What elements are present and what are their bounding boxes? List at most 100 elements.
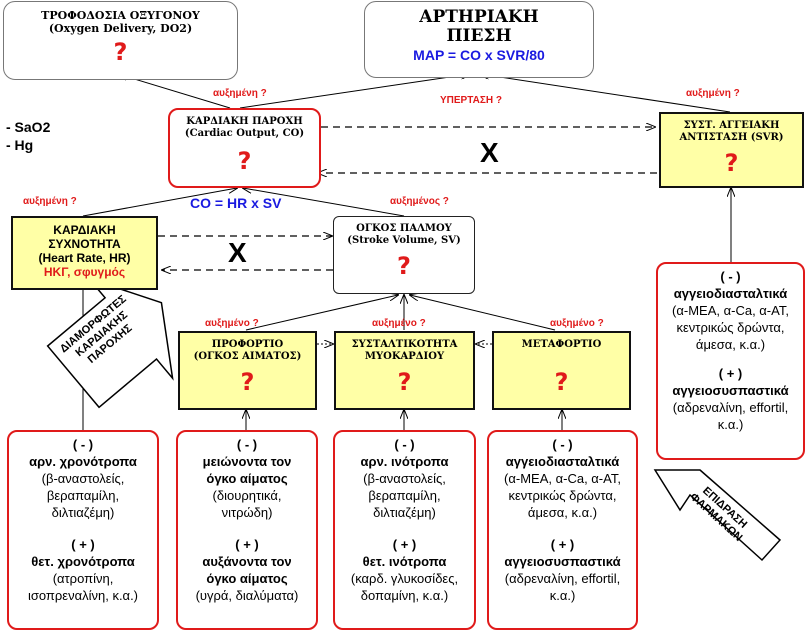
preload-box: ΠΡΟΦΟΡΤΙΟ (ΟΓΚΟΣ ΑΙΜΑΤΟΣ) ? <box>178 331 317 410</box>
drugs-svr-box: ( - ) αγγειοδιασταλτικά (α-ΜΕΑ, α-Ca, α-… <box>656 262 805 460</box>
drugs-afterload-minus: ( - ) <box>552 437 573 452</box>
drugs-contract-minus: ( - ) <box>394 437 415 452</box>
sao2-label: - SaO2 <box>6 119 51 135</box>
oxygen-delivery-box: ΤΡΟΦΟΔΟΣΙΑ ΟΞΥΓΟΝΟΥ (Oxygen Delivery, DO… <box>3 1 238 80</box>
hr-title-2: ΣΥΧΝΟΤΗΤΑ <box>48 237 121 251</box>
label-increased-afterload: αυξημένο ? <box>550 318 604 329</box>
drugs-contract-box: ( - ) αρν. ινότροπα (β-αναστολείς, βεραπ… <box>333 430 476 630</box>
co-formula: CO = HR x SV <box>190 195 282 211</box>
afterload-title: ΜΕΤΑΦΟΡΤΙΟ <box>521 339 602 350</box>
sv-title: ΟΓΚΟΣ ΠΑΛΜΟΥ <box>356 223 452 234</box>
stroke-volume-box: ΟΓΚΟΣ ΠΑΛΜΟΥ (Stroke Volume, SV) ? <box>333 216 475 294</box>
contract-title-2: ΜΥΟΚΑΡΔΙΟΥ <box>364 351 445 362</box>
label-increased-contract: αυξημένο ? <box>372 318 426 329</box>
block-arrow-drug-effects <box>653 469 782 562</box>
map-title-1: ΑΡΤΗΡΙΑΚΗ <box>419 7 539 27</box>
heart-rate-box: ΚΑΡΔΙΑΚΗ ΣΥΧΝΟΤΗΤΑ (Heart Rate, HR) ΗΚΓ,… <box>11 216 158 290</box>
drugs-contract-l1-1: (β-αναστολείς, <box>363 471 446 486</box>
contract-question: ? <box>397 368 412 396</box>
drugs-afterload-plus: ( + ) <box>550 537 575 552</box>
drugs-hr-l2-2: ισοπρεναλίνη, κ.α.) <box>27 588 139 603</box>
drugs-svr-l1-2: κεντρικώς δρώντα, <box>676 320 785 335</box>
drugs-preload-h2a: αυξάνοντα τον <box>202 554 292 569</box>
drugs-hr-l1-3: διλτιαζέμη) <box>51 505 115 520</box>
afterload-question: ? <box>554 368 569 396</box>
arrow-hr-to-co <box>82 188 237 217</box>
drugs-preload-minus: ( - ) <box>236 437 258 452</box>
drugs-svr-l1-1: (α-ΜΕΑ, α-Ca, α-AT, <box>672 303 789 318</box>
drugs-preload-box: ( - ) μειώνοντα τον όγκο αίματος (διουρη… <box>176 430 318 630</box>
label-increased-co: αυξημένη ? <box>213 88 267 99</box>
label-increased-svr: αυξημένη ? <box>686 88 740 99</box>
arterial-pressure-box: ΑΡΤΗΡΙΑΚΗ ΠΙΕΣΗ MAP = CO x SVR/80 <box>364 1 594 78</box>
preload-question: ? <box>240 368 255 396</box>
preload-title-2: (ΟΓΚΟΣ ΑΙΜΑΤΟΣ) <box>193 351 302 362</box>
hr-subtitle: (Heart Rate, HR) <box>38 251 131 265</box>
drugs-preload-l2-1: (υγρά, διαλύματα) <box>195 588 299 603</box>
cardiac-output-box: ΚΑΡΔΙΑΚΗ ΠΑΡΟΧΗ (Cardiac Output, CO) ? <box>168 108 321 188</box>
drugs-afterload-l1-3: άμεσα, κ.α.) <box>527 505 598 520</box>
co-question: ? <box>237 147 252 175</box>
drugs-contract-l2-1: (καρδ. γλυκοσίδες, <box>350 571 459 586</box>
drugs-svr-l1-3: άμεσα, κ.α.) <box>695 337 766 352</box>
hr-title-1: ΚΑΡΔΙΑΚΗ <box>53 223 116 237</box>
drugs-preload-h1a: μειώνοντα τον <box>202 454 292 469</box>
drugs-afterload-h1: αγγειοδιασταλτικά <box>505 454 620 469</box>
drugs-preload-h1b: όγκο αίματος <box>206 471 288 486</box>
label-increased-preload: αυξημένο ? <box>205 318 259 329</box>
drugs-contract-plus: ( + ) <box>392 537 417 552</box>
drugs-hr-plus: ( + ) <box>71 537 95 552</box>
drugs-preload-l1-2: νιτρώδη) <box>221 505 273 520</box>
co-title: ΚΑΡΔΙΑΚΗ ΠΑΡΟΧΗ <box>186 116 303 127</box>
co-subtitle: (Cardiac Output, CO) <box>184 128 305 139</box>
drugs-contract-h2: θετ. ινότροπα <box>362 554 447 569</box>
drugs-svr-plus: ( + ) <box>718 366 743 381</box>
drugs-afterload-h2: αγγειοσυσπαστικά <box>504 554 621 569</box>
svr-question: ? <box>724 149 739 177</box>
drugs-contract-l2-2: δοπαμίνη, κ.α.) <box>360 588 449 603</box>
drugs-contract-l1-3: διλτιαζέμη) <box>373 505 436 520</box>
hr-extra: ΗΚΓ, σφυγμός <box>43 265 126 279</box>
drugs-contract-l1-2: βεραπαμίλη, <box>368 488 441 503</box>
drugs-hr-l2-1: (ατροπίνη, <box>52 571 114 586</box>
drugs-hr-l1-1: (β-αναστολείς, <box>41 471 125 486</box>
arrow-afterload-to-sv <box>410 295 556 331</box>
arrow-svr-to-map <box>480 74 731 113</box>
drugs-hr-h2: θετ. χρονότροπα <box>31 554 135 569</box>
sv-question: ? <box>397 252 411 280</box>
drugs-hr-h1: αρν. χρονότροπα <box>29 454 137 469</box>
drugs-preload-h2b: όγκο αίματος <box>206 571 288 586</box>
drugs-contract-h1: αρν. ινότροπα <box>360 454 449 469</box>
drugs-afterload-l2-1: (αδρεναλίνη, effortil, <box>504 571 621 586</box>
block-arrow-cardiac-modulators <box>46 277 174 409</box>
svr-title-1: ΣΥΣΤ. ΑΓΓΕΙΑΚΗ <box>683 120 780 131</box>
x-mark-co-svr: X <box>480 137 499 168</box>
x-mark-hr-sv: X <box>228 237 247 268</box>
drugs-afterload-l2-2: κ.α.) <box>549 588 576 603</box>
drugs-afterload-l1-2: κεντρικώς δρώντα, <box>508 488 617 503</box>
hg-label: - Hg <box>6 137 34 153</box>
drugs-hr-box: ( - ) αρν. χρονότροπα (β-αναστολείς, βερ… <box>7 430 159 630</box>
sv-subtitle: (Stroke Volume, SV) <box>347 235 461 246</box>
svr-title-2: ΑΝΤΙΣΤΑΣΗ (SVR) <box>679 132 784 143</box>
map-formula: MAP = CO x SVR/80 <box>413 47 545 63</box>
drugs-svr-l2-2: κ.α.) <box>717 417 744 432</box>
drugs-svr-minus: ( - ) <box>720 269 741 284</box>
svr-box: ΣΥΣΤ. ΑΓΓΕΙΑΚΗ ΑΝΤΙΣΤΑΣΗ (SVR) ? <box>659 112 804 188</box>
drugs-svr-h2: αγγειοσυσπαστικά <box>672 383 789 398</box>
contractility-box: ΣΥΣΤΑΛΤΙΚΟΤΗΤΑ ΜΥΟΚΑΡΔΙΟΥ ? <box>334 331 475 410</box>
arrow-preload-to-sv <box>245 295 398 331</box>
label-hypertension: ΥΠΕΡΤΑΣΗ ? <box>440 95 502 106</box>
drugs-svr-l2-1: (αδρεναλίνη, effortil, <box>672 400 789 415</box>
oxygen-title: ΤΡΟΦΟΔΟΣΙΑ ΟΞΥΓΟΝΟΥ <box>41 9 200 22</box>
oxygen-subtitle: (Oxygen Delivery, DO2) <box>48 22 193 35</box>
contract-title-1: ΣΥΣΤΑΛΤΙΚΟΤΗΤΑ <box>351 339 458 350</box>
oxygen-question: ? <box>113 38 128 66</box>
label-increased-hr: αυξημένη ? <box>23 196 77 207</box>
map-title-2: ΠΙΕΣΗ <box>446 26 512 46</box>
drugs-preload-plus: ( + ) <box>235 537 259 552</box>
preload-title-1: ΠΡΟΦΟΡΤΙΟ <box>211 339 284 350</box>
drugs-afterload-box: ( - ) αγγειοδιασταλτικά (α-ΜΕΑ, α-Ca, α-… <box>487 430 638 630</box>
arrow-co-to-map <box>239 74 470 109</box>
